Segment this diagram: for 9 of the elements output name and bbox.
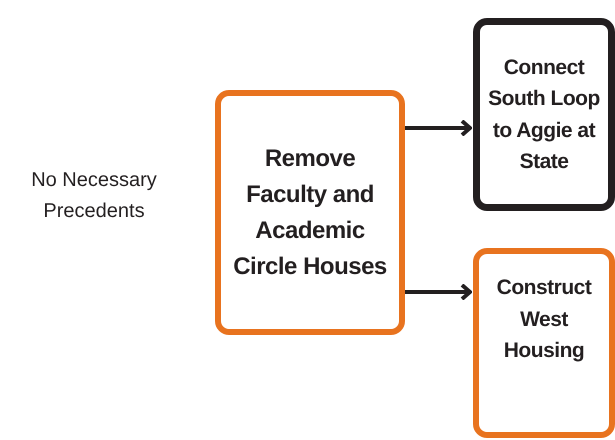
arrow — [405, 283, 472, 301]
arrow — [405, 119, 472, 137]
box-label: Connect South Loop to Aggie at State — [487, 54, 601, 175]
process-box — [215, 90, 405, 335]
box-label: Construct West Housing — [496, 275, 593, 364]
note-text: No Necessary Precedents — [30, 168, 158, 224]
process-box — [473, 248, 615, 438]
box-label: Remove Faculty and Academic Circle Houses — [232, 144, 388, 282]
process-box — [473, 18, 615, 211]
